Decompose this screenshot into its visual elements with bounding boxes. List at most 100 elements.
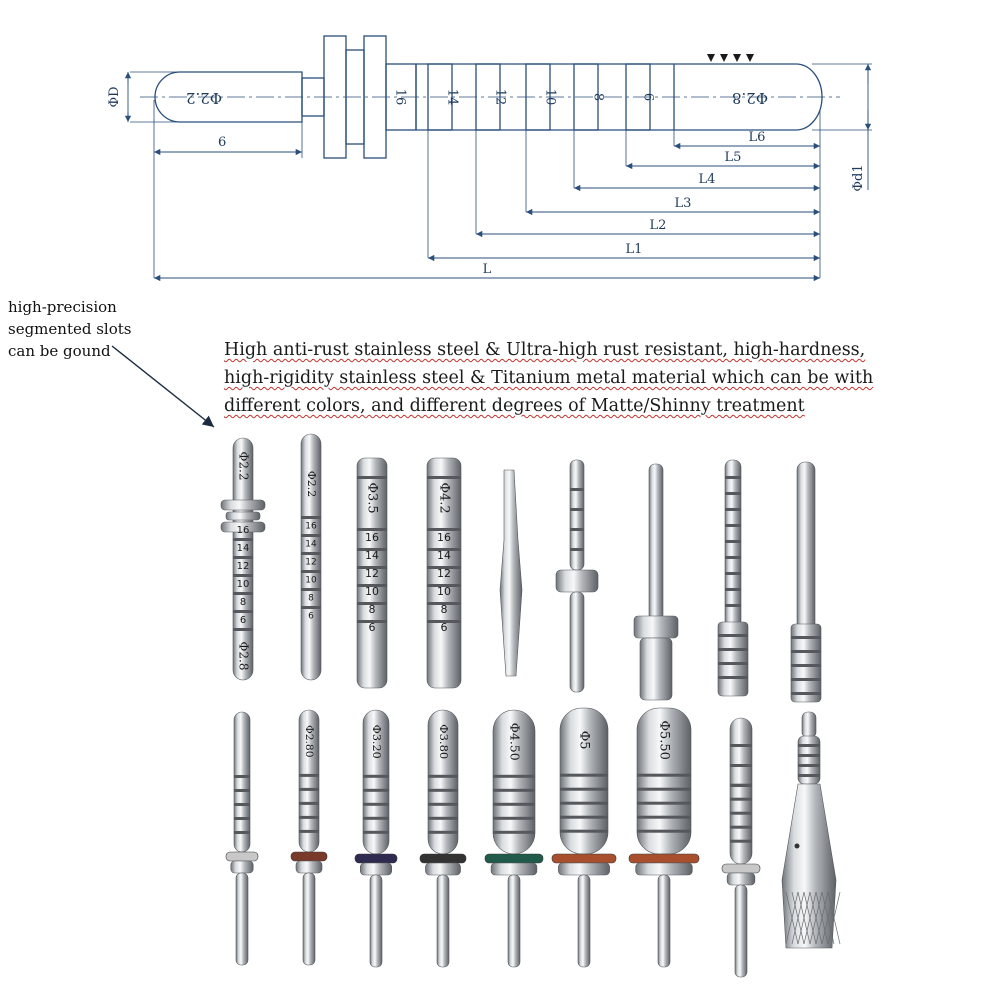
groove (725, 476, 741, 479)
groove (234, 817, 250, 820)
tip-diameter-label: Φd1 (851, 164, 866, 191)
groove (427, 584, 461, 587)
groove (791, 692, 821, 695)
tool-segment (569, 459, 585, 571)
tool-row1-6 (555, 459, 599, 693)
depth-mark: 16 (305, 522, 317, 532)
collar (225, 511, 261, 521)
ring-label: 8 (591, 93, 606, 101)
groove (791, 664, 821, 667)
groove (234, 789, 250, 792)
tool-row2-5: Φ4.50 (484, 709, 544, 968)
length-label: L5 (725, 150, 742, 165)
tip-outline (673, 63, 823, 131)
groove (427, 602, 461, 605)
groove (730, 825, 752, 829)
groove (299, 801, 319, 805)
tool-row1-5 (499, 469, 523, 677)
tool-row1-7 (633, 463, 679, 701)
tool-row2-9 (781, 711, 841, 949)
collar (230, 860, 254, 874)
depth-mark: 16 (437, 531, 451, 544)
groove (301, 516, 321, 519)
groove (234, 803, 250, 806)
groove (798, 774, 820, 777)
groove (363, 802, 389, 806)
groove (730, 811, 752, 815)
tool-row2-1 (225, 711, 259, 966)
groove (493, 774, 535, 778)
groove (560, 829, 608, 833)
color-ring (290, 851, 328, 862)
length-label: L1 (626, 242, 643, 257)
groove (725, 604, 741, 607)
depth-mark: 12 (237, 561, 250, 572)
groove (233, 628, 253, 631)
tool-segment (235, 872, 249, 966)
groove (301, 606, 321, 609)
groove (357, 528, 387, 531)
note-line: can be gound (8, 342, 111, 360)
length-label: L2 (650, 218, 667, 233)
tool-segment (302, 872, 316, 966)
groove (301, 552, 321, 555)
collar (425, 862, 461, 876)
tip-left-label: Φ2.2 (186, 89, 222, 107)
tool-row2-3: Φ3.20 (354, 709, 398, 968)
groove (798, 744, 820, 747)
ring-label: 12 (493, 89, 508, 106)
groove (725, 492, 741, 495)
groove (718, 634, 748, 637)
ring-label: 14 (445, 89, 460, 106)
tool-segment (734, 884, 748, 978)
groove (428, 774, 458, 778)
depth-mark: 8 (308, 594, 314, 604)
groove (637, 829, 691, 833)
depth-mark: 10 (237, 579, 250, 590)
collar (490, 862, 538, 876)
tool-segment (657, 874, 671, 968)
groove (493, 816, 535, 820)
tool-segment (436, 874, 450, 968)
depth-mark: 6 (308, 612, 314, 622)
tool-engraving: Φ5.50 (657, 720, 672, 760)
color-ring (225, 851, 259, 862)
tool-segment (796, 461, 816, 635)
note-line: high-precision (8, 298, 117, 316)
depth-mark: 14 (305, 540, 317, 550)
handle-length-label: 6 (218, 135, 226, 150)
groove (791, 678, 821, 681)
technical-drawing (124, 35, 872, 282)
depth-mark: 6 (240, 615, 246, 626)
tool-engraving: Φ3.20 (370, 725, 383, 759)
depth-mark: 6 (441, 621, 448, 634)
groove (560, 773, 608, 777)
groove (357, 548, 387, 551)
tool-segment (499, 469, 523, 677)
tool-segment (300, 433, 322, 681)
ring-label: 6 (641, 93, 656, 101)
groove (730, 797, 752, 801)
groove (357, 476, 387, 479)
depth-mark: 8 (441, 603, 448, 616)
groove (637, 801, 691, 805)
groove (798, 764, 820, 767)
groove (637, 773, 691, 777)
groove (730, 744, 752, 747)
color-ring (628, 853, 700, 864)
groove (718, 676, 748, 679)
depth-mark: 14 (365, 549, 379, 562)
groove (233, 610, 253, 613)
depth-mark: 8 (240, 597, 246, 608)
groove (725, 540, 741, 543)
collar (726, 872, 756, 886)
depth-mark: 14 (237, 543, 250, 554)
groove (560, 815, 608, 819)
groove (363, 816, 389, 820)
groove (427, 620, 461, 623)
groove (493, 802, 535, 806)
annotation-note: high-precision segmented slots can be go… (8, 296, 178, 362)
tool-engraving: Φ2.80 (303, 725, 316, 758)
groove (570, 508, 584, 511)
